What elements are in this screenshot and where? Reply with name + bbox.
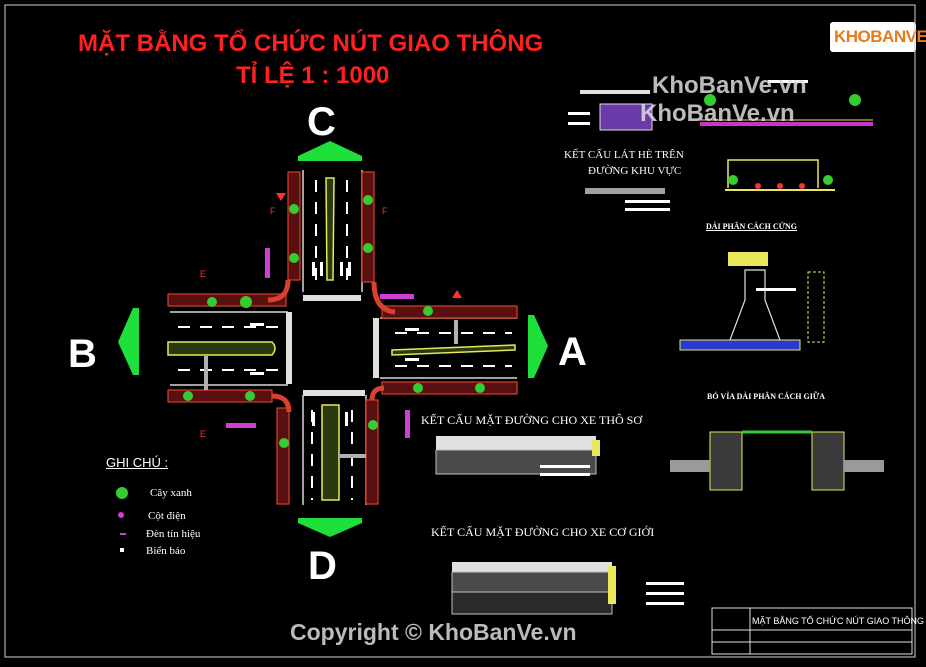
- traffic-light-icon: [226, 423, 256, 428]
- svg-text:F: F: [270, 206, 276, 216]
- brand-logo-text: KHOBANVE: [834, 27, 926, 46]
- drawing-scale: TỈ LỆ 1 : 1000: [236, 62, 390, 89]
- legend-item-tree: Cây xanh: [150, 487, 192, 499]
- direction-a: A: [558, 330, 587, 374]
- tree-icon: [289, 253, 299, 263]
- tree-icon: [363, 243, 373, 253]
- tree-icon: [363, 195, 373, 205]
- svg-text:E: E: [200, 269, 206, 279]
- arrow-d: [298, 523, 362, 537]
- title-block-label: MẶT BẰNG TỔ CHỨC NÚT GIAO THÔNG: [752, 616, 925, 626]
- legend-heading: GHI CHÚ :: [106, 455, 169, 470]
- direction-c: C: [307, 100, 336, 144]
- tree-icon: [183, 391, 193, 401]
- sidewalk-label-2: ĐƯỜNG KHU VỰC: [588, 165, 682, 177]
- pavement-motor-section: [452, 562, 612, 572]
- traffic-light-icon: [380, 294, 414, 299]
- tree-icon: [423, 306, 433, 316]
- sidewalk-west-north: [167, 293, 287, 307]
- arrow-c: [298, 141, 362, 156]
- tree-icon: [475, 383, 485, 393]
- svg-text:E: E: [200, 429, 206, 439]
- tree-icon: [413, 383, 423, 393]
- tree-icon: [368, 420, 378, 430]
- sidewalk-label-1: KẾT CẤU LÁT HÈ TRÊN: [564, 149, 684, 161]
- direction-d: D: [308, 544, 337, 588]
- hard-divider-label: DẢI PHÂN CÁCH CỨNG: [706, 222, 798, 231]
- sheet-border: [4, 4, 916, 658]
- direction-b: B: [68, 332, 97, 376]
- watermark-bottom: Copyright © KhoBanVe.vn: [290, 619, 577, 645]
- traffic-light-icon: [265, 248, 270, 278]
- curb-divider-label: BÓ VỈA DẢI PHÂN CÁCH GIỮA: [707, 392, 826, 401]
- pavement-motor-label: KẾT CẤU MẶT ĐƯỜNG CHO XE CƠ GIỚI: [431, 525, 655, 539]
- drawing-title: MẶT BẰNG TỔ CHỨC NÚT GIAO THÔNG: [78, 30, 544, 57]
- title-block: [711, 607, 913, 655]
- tree-icon: [240, 296, 252, 308]
- brand-logo: KHOBANVE: [830, 22, 926, 52]
- sidewalk-east-north: [381, 305, 518, 319]
- watermark-top-1: KhoBanVe.vn: [652, 72, 807, 99]
- sidewalk-south-east: [365, 399, 379, 505]
- traffic-light-icon: [120, 533, 126, 535]
- pole-icon: [118, 512, 124, 518]
- sign-icon: [120, 548, 124, 552]
- sign-icon: [276, 193, 286, 201]
- watermark-top-2: KhoBanVe.vn: [640, 100, 795, 127]
- sidewalk-north-east: [361, 171, 375, 283]
- legend-item-sign: Biển báo: [146, 545, 186, 557]
- sidewalk-east-south: [381, 381, 518, 395]
- median-south: [321, 404, 340, 501]
- tree-icon: [289, 204, 299, 214]
- sign-icon: [452, 290, 462, 298]
- sidewalk-north-west: [287, 171, 301, 281]
- arrow-a: [534, 315, 548, 378]
- svg-text:F: F: [382, 206, 388, 216]
- arrow-b: [118, 308, 133, 375]
- median-north: [325, 177, 335, 281]
- pavement-rudimentary-label: KẾT CẤU MẶT ĐƯỜNG CHO XE THÔ SƠ: [421, 413, 642, 427]
- median-east: [391, 344, 516, 356]
- tree-icon: [279, 438, 289, 448]
- traffic-light-icon: [405, 410, 410, 438]
- sidewalk-south-west: [276, 407, 290, 505]
- tree-icon: [245, 391, 255, 401]
- median-west: [167, 341, 276, 356]
- pavement-rudimentary-section: [436, 436, 596, 450]
- tree-icon: [207, 297, 217, 307]
- tree-icon: [116, 487, 128, 499]
- legend-item-pole: Cột điện: [148, 510, 186, 522]
- legend-item-traffic-light: Đèn tín hiệu: [146, 528, 201, 540]
